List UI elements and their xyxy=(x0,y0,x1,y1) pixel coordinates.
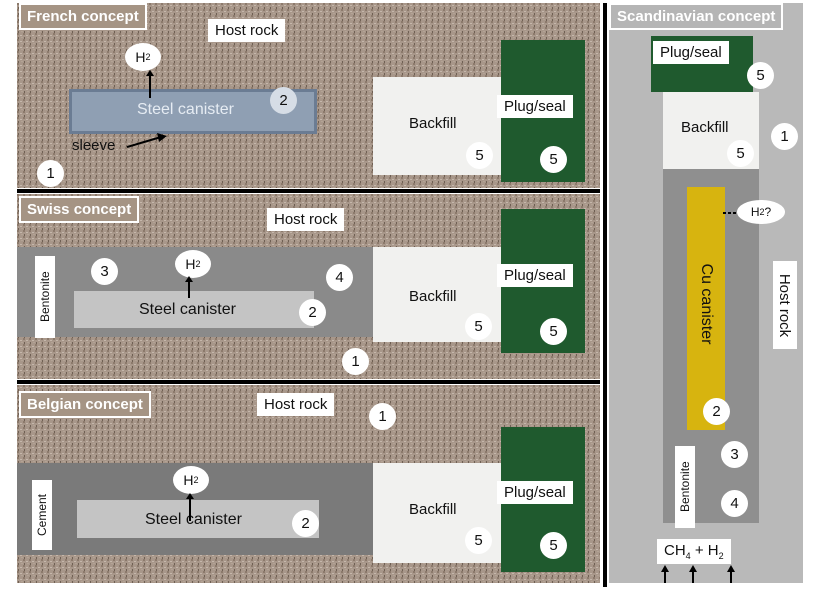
belgian-h2-text: H xyxy=(183,472,194,488)
swiss-number-bentonite: 3 xyxy=(91,258,118,285)
scandinavian-plug-label: Plug/seal xyxy=(653,41,729,64)
swiss-number-rock: 1 xyxy=(342,348,369,375)
swiss-steel-canister xyxy=(74,291,314,328)
belgian-title: Belgian concept xyxy=(19,391,151,418)
scandinavian-number-canister: 2 xyxy=(703,398,730,425)
divider-french-swiss xyxy=(17,189,600,193)
french-number-rock: 1 xyxy=(37,160,64,187)
belgian-cement-label: Cement xyxy=(32,480,52,550)
scandinavian-h2-text: H xyxy=(750,205,760,219)
belgian-plug-label: Plug/seal xyxy=(497,481,573,504)
scandinavian-gas-arrows xyxy=(661,565,735,583)
belgian-h2-arrow xyxy=(186,493,194,521)
scandinavian-host-rock-text: Host rock xyxy=(776,273,794,337)
swiss-h2-text: H xyxy=(185,256,196,272)
belgian-h2-sub: 2 xyxy=(193,475,199,485)
belgian-number-canister: 2 xyxy=(292,510,319,537)
french-plug-label: Plug/seal xyxy=(497,95,573,118)
french-sleeve-label: sleeve xyxy=(72,137,116,154)
swiss-number-canister: 2 xyxy=(299,299,326,326)
scandinavian-number-bentonite: 3 xyxy=(721,441,748,468)
swiss-host-rock-label: Host rock xyxy=(267,208,345,231)
belgian-backfill-label: Backfill xyxy=(409,501,457,518)
french-number-backfill: 5 xyxy=(466,142,493,169)
scandinavian-bentonite-label: Bentonite xyxy=(675,446,695,528)
swiss-h2-arrow xyxy=(185,276,193,298)
scandinavian-number-gap: 4 xyxy=(721,490,748,517)
scandinavian-number-plug: 5 xyxy=(747,62,774,89)
french-canister-label: Steel canister xyxy=(137,101,234,118)
french-sleeve-arrow xyxy=(126,133,167,148)
french-panel: French concept Host rock Steel canister … xyxy=(17,3,600,188)
scandinavian-title: Scandinavian concept xyxy=(609,3,784,30)
belgian-steel-canister xyxy=(77,500,319,538)
scandinavian-cu-canister xyxy=(687,187,725,430)
scandinavian-panel: Scandinavian concept Plug/seal 5 Backfil… xyxy=(609,3,803,583)
french-host-rock-label: Host rock xyxy=(208,19,286,42)
scandinavian-canister-label: Cu canister xyxy=(698,263,715,345)
swiss-title: Swiss concept xyxy=(19,196,140,223)
belgian-host-rock-label: Host rock xyxy=(257,393,335,416)
scandinavian-number-rock: 1 xyxy=(771,123,798,150)
swiss-number-gap: 4 xyxy=(326,264,353,291)
scandinavian-ch4-h2-label: CH4 + H2 xyxy=(657,539,731,564)
french-number-canister: 2 xyxy=(270,87,297,114)
swiss-panel: Swiss concept Host rock Bentonite 3 4 St… xyxy=(17,194,600,379)
swiss-number-plug: 5 xyxy=(540,318,567,345)
french-h2-text: H xyxy=(135,49,146,65)
scandinavian-host-rock-label: Host rock xyxy=(773,261,797,349)
scandinavian-number-backfill: 5 xyxy=(727,140,754,167)
divider-vertical xyxy=(603,3,607,587)
scandinavian-h2-sub: 2 xyxy=(759,207,765,217)
belgian-number-backfill: 5 xyxy=(465,527,492,554)
french-number-plug: 5 xyxy=(540,146,567,173)
swiss-plug-label: Plug/seal xyxy=(497,264,573,287)
french-title: French concept xyxy=(19,3,147,30)
belgian-panel: Belgian concept Host rock 1 Cement Steel… xyxy=(17,385,600,583)
scandinavian-h2-suffix: ? xyxy=(764,205,772,219)
swiss-number-backfill: 5 xyxy=(465,313,492,340)
belgian-number-plug: 5 xyxy=(540,532,567,559)
swiss-backfill-label: Backfill xyxy=(409,288,457,305)
french-h2-sub: 2 xyxy=(145,52,151,62)
belgian-number-rock: 1 xyxy=(369,403,396,430)
french-h2-arrow xyxy=(146,70,154,98)
scandinavian-ch4-sub: 4 xyxy=(685,551,691,561)
swiss-bentonite-label: Bentonite xyxy=(35,256,55,338)
scandinavian-ch4-h2-sub: 2 xyxy=(718,551,724,561)
scandinavian-ch4-text: CH xyxy=(664,542,686,559)
french-backfill-label: Backfill xyxy=(409,115,457,132)
divider-swiss-belgian xyxy=(17,380,600,384)
swiss-canister-label: Steel canister xyxy=(139,301,236,318)
scandinavian-ch4-join: + H xyxy=(690,542,719,559)
swiss-h2-sub: 2 xyxy=(195,259,201,269)
scandinavian-backfill-label: Backfill xyxy=(681,119,729,136)
belgian-canister-label: Steel canister xyxy=(145,511,242,528)
